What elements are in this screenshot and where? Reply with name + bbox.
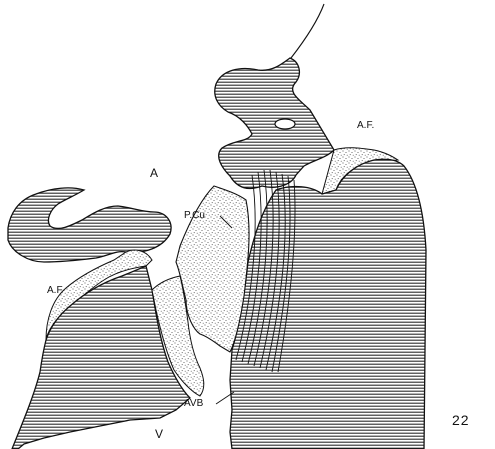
left-atrial-flap <box>8 188 171 262</box>
label-af-left: A.F <box>47 286 63 296</box>
upper-atrial-tissue <box>215 58 334 188</box>
label-ventricle: V <box>155 428 163 440</box>
ventricular-mass <box>230 159 426 449</box>
label-atrium: A <box>150 167 158 179</box>
small-lumen <box>275 119 295 129</box>
label-af-upper: A.F. <box>357 121 374 131</box>
fibre-line <box>291 4 324 58</box>
label-pcu: P.Cu <box>184 211 205 221</box>
figure-number: 22 <box>452 413 470 427</box>
label-avb: AVB <box>184 399 203 409</box>
